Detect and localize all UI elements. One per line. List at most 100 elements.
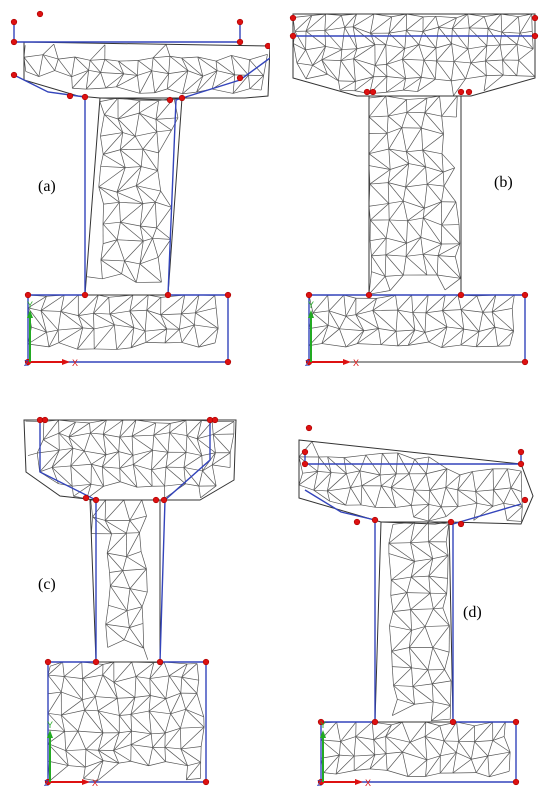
mesh-edge — [409, 626, 426, 648]
mesh-edge — [427, 669, 433, 684]
mesh-edge — [312, 65, 328, 75]
mesh-edge — [438, 255, 456, 258]
mesh-edge — [249, 53, 268, 61]
mesh-edge — [97, 762, 120, 782]
mesh-edge — [139, 241, 144, 264]
mesh-edge — [130, 695, 151, 715]
mesh-edge — [312, 312, 329, 326]
mesh-edge — [385, 44, 405, 49]
mesh-edge — [65, 750, 69, 766]
mesh-edge — [145, 328, 167, 332]
mesh-edge — [393, 685, 413, 687]
mesh-edge — [164, 747, 188, 766]
mesh-edge — [146, 568, 148, 593]
mesh-edge — [327, 473, 347, 492]
mesh-edge — [408, 341, 429, 346]
mesh-edge — [64, 731, 67, 751]
mesh-edge — [380, 330, 397, 345]
mesh-edge — [386, 64, 406, 79]
mesh-edge — [72, 483, 92, 487]
mesh-edge — [402, 58, 424, 61]
mesh-edge — [139, 92, 155, 94]
mesh-edge — [97, 710, 104, 733]
mesh-edge — [213, 421, 235, 435]
mesh-edge — [343, 457, 347, 474]
mesh-edge — [139, 238, 153, 265]
mesh-edge — [90, 432, 107, 455]
mesh-edge — [386, 76, 406, 79]
mesh-edge — [457, 502, 478, 507]
mesh-edge — [135, 185, 144, 204]
mesh-edge — [353, 58, 356, 82]
mesh-edge — [148, 711, 152, 734]
mesh-edge — [460, 329, 465, 346]
mesh-edge — [516, 43, 534, 50]
mesh-edge — [356, 330, 365, 344]
mesh-edge — [410, 521, 416, 543]
constraint-node — [369, 88, 377, 96]
mesh-edge — [118, 60, 138, 76]
mesh-edge — [58, 327, 83, 343]
mesh-edge — [421, 128, 424, 151]
mesh-edge — [387, 182, 390, 204]
mesh-edge — [518, 48, 534, 61]
mesh-edge — [390, 487, 397, 508]
mesh-edge — [425, 456, 430, 474]
mesh-edge — [51, 467, 73, 487]
mesh-edge — [460, 309, 480, 332]
mesh-edge — [425, 312, 448, 328]
mesh-edge — [83, 767, 86, 779]
mesh-edge — [61, 714, 79, 732]
mesh-edge — [458, 224, 461, 244]
axis-z-label: Z — [24, 359, 29, 368]
mesh-edge — [378, 328, 397, 332]
mesh-edge — [387, 182, 404, 202]
mesh-edge — [395, 505, 412, 508]
mesh-edge — [487, 751, 511, 757]
mesh-edge — [320, 739, 340, 756]
mesh-edge — [105, 73, 124, 89]
constraint-node — [531, 32, 539, 40]
mesh-edge — [352, 26, 358, 49]
axis-x-label: X — [72, 358, 78, 368]
mesh-edge — [94, 348, 117, 350]
mesh-edge — [198, 486, 201, 498]
mesh-edge — [47, 661, 63, 676]
mesh-edge — [493, 487, 511, 491]
mesh-edge — [182, 75, 204, 95]
mesh-edge — [99, 97, 119, 102]
mesh-edge — [109, 313, 135, 328]
mesh-edge — [169, 419, 187, 433]
mesh-edge — [438, 17, 457, 28]
mesh-edge — [327, 73, 339, 82]
mesh-edge — [492, 489, 494, 507]
mesh-edge — [353, 754, 376, 771]
mesh-edge — [411, 575, 429, 578]
mesh-outline — [23, 41, 270, 101]
mesh-edge — [152, 57, 169, 74]
mesh-edge — [374, 44, 387, 66]
mesh-edge — [131, 419, 137, 437]
mesh-edge — [168, 663, 188, 677]
mesh-edge — [428, 516, 447, 522]
mesh-edge — [100, 72, 107, 89]
mesh-edge — [197, 56, 217, 62]
mesh-edge — [420, 217, 424, 238]
mesh-edge — [429, 468, 448, 491]
mesh-edge — [106, 552, 123, 571]
mesh-edge — [474, 741, 489, 757]
mesh-edge — [151, 452, 169, 471]
mesh-edge — [373, 65, 376, 77]
mesh-edge — [154, 73, 169, 93]
mesh-edge — [388, 542, 415, 562]
mesh-edge — [108, 297, 111, 315]
mesh-edge — [428, 575, 448, 579]
mesh-edge — [116, 239, 125, 262]
mesh-edge — [211, 452, 216, 465]
mesh-edge — [109, 313, 115, 325]
mesh-edge — [146, 309, 161, 316]
mesh-edge — [446, 506, 459, 517]
mesh-edge — [410, 592, 431, 610]
mesh-edge — [102, 661, 115, 676]
mesh-edge — [440, 487, 447, 507]
